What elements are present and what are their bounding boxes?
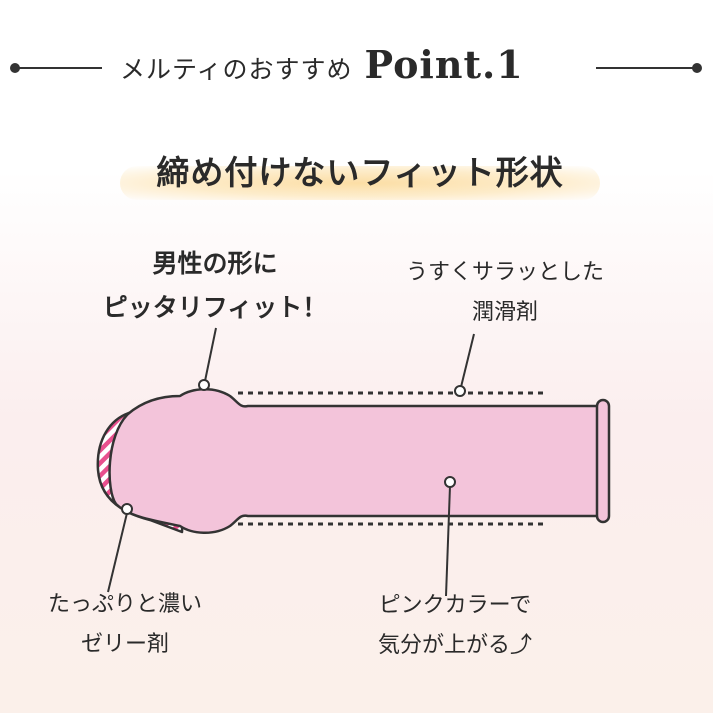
callout-fit: 男性の形に ピッタリフィット！ (80, 242, 350, 330)
callout-dot-pink (444, 476, 456, 488)
callout-pink-line2: 気分が上がる⤴ (377, 633, 532, 658)
condom-body (108, 388, 602, 534)
header-title: メルティのおすすめ Point.1 (120, 42, 524, 92)
callout-fit-line2: ピッタリフィット！ (102, 293, 328, 322)
feature-title: 締め付けないフィット形状 (100, 140, 620, 200)
callout-gel: たっぷりと濃い ゼリー剤 (20, 585, 230, 665)
callout-pink-line1: ピンクカラーで (378, 593, 532, 618)
callout-dot-fit (198, 379, 210, 391)
leader-gel (107, 512, 128, 593)
header-rule-left (14, 67, 102, 69)
leader-pink (445, 485, 451, 597)
callout-fit-line1: 男性の形に (152, 249, 278, 278)
leader-lube (460, 333, 475, 388)
feature-title-text: 締め付けないフィット形状 (156, 153, 564, 192)
callout-lube: うすくサラッとした 潤滑剤 (380, 253, 630, 333)
callout-pink: ピンクカラーで 気分が上がる⤴ (350, 586, 560, 666)
leader-fit (204, 327, 217, 382)
callout-dot-gel (121, 503, 133, 515)
callout-gel-line2: ゼリー剤 (80, 632, 169, 657)
title-highlight (120, 166, 600, 200)
header-subtitle: メルティのおすすめ (120, 55, 353, 84)
section-header: メルティのおすすめ Point.1 (0, 0, 713, 140)
callout-gel-line1: たっぷりと濃い (47, 592, 202, 617)
condom-rim (595, 398, 611, 524)
header-dot-left (10, 63, 20, 73)
callout-dot-lube (454, 385, 466, 397)
header-rule-right (596, 67, 696, 69)
callout-lube-line1: うすくサラッとした (405, 260, 604, 285)
header-point-number: Point.1 (364, 42, 524, 87)
header-dot-right (692, 63, 702, 73)
callout-lube-line2: 潤滑剤 (471, 300, 538, 325)
